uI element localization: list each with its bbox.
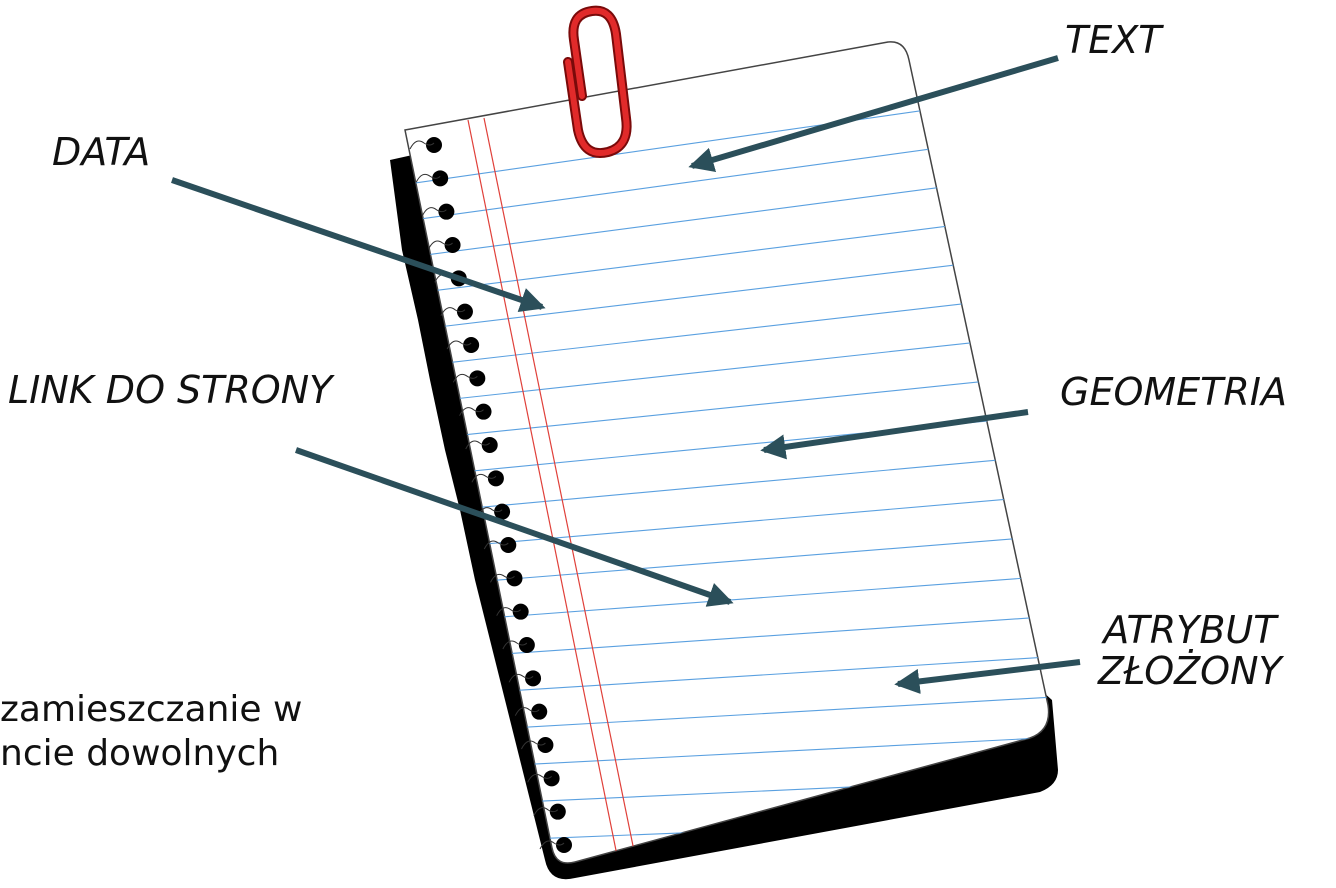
binding-hole bbox=[463, 337, 480, 353]
binding-wire bbox=[465, 440, 491, 450]
binding-hole bbox=[537, 737, 554, 753]
binding-hole bbox=[549, 803, 566, 820]
margin-line-2 bbox=[483, 117, 641, 864]
binding-wire bbox=[421, 207, 447, 216]
binding-wire bbox=[409, 140, 435, 150]
label-geometria: GEOMETRIA bbox=[1060, 370, 1287, 414]
binding-wire bbox=[483, 540, 509, 550]
label-link: LINK DO STRONY bbox=[8, 368, 333, 412]
binding-hole bbox=[518, 637, 535, 653]
binding-hole bbox=[444, 237, 461, 253]
body-text-line1: zamieszczanie w bbox=[0, 689, 303, 730]
binding-hole bbox=[494, 503, 511, 520]
binding-wire bbox=[471, 473, 497, 483]
binding-hole bbox=[500, 537, 517, 553]
arrow-data bbox=[171, 177, 546, 312]
paper-ruling bbox=[405, 370, 1049, 445]
spiral-binding bbox=[409, 137, 572, 853]
binding-hole bbox=[438, 203, 455, 220]
label-atrybut-line2: ZŁOŻONY bbox=[1098, 649, 1282, 694]
arrow-atrybut bbox=[894, 659, 1081, 694]
notepad-icon bbox=[390, 41, 1058, 880]
margin-line-1 bbox=[467, 119, 623, 864]
binding-hole bbox=[432, 170, 449, 187]
binding-hole bbox=[506, 570, 523, 587]
binding-wire bbox=[527, 773, 552, 783]
binding-hole bbox=[487, 470, 504, 487]
binding-wire bbox=[533, 807, 559, 816]
binding-hole bbox=[469, 370, 486, 387]
binding-hole bbox=[512, 603, 529, 620]
paper-ruling bbox=[405, 330, 1049, 408]
binding-wire bbox=[440, 307, 466, 316]
arrows bbox=[171, 55, 1081, 694]
binding-wire bbox=[415, 173, 441, 183]
binding-wire bbox=[459, 407, 484, 416]
arrow-link bbox=[295, 447, 734, 607]
binding-hole bbox=[556, 837, 572, 853]
binding-wire bbox=[496, 607, 522, 616]
binding-wire bbox=[502, 640, 528, 650]
binding-wire bbox=[446, 340, 472, 350]
binding-hole bbox=[475, 403, 492, 420]
label-atrybut: ATRYBUT ZŁOŻONY bbox=[1098, 608, 1282, 694]
binding-hole bbox=[531, 703, 548, 720]
label-text: TEXT bbox=[1065, 18, 1162, 62]
body-text-line2: ncie dowolnych bbox=[0, 733, 280, 774]
binding-wire bbox=[520, 740, 546, 750]
label-atrybut-line1: ATRYBUT bbox=[1103, 608, 1277, 652]
arrow-text bbox=[688, 55, 1059, 173]
arrow-geometria bbox=[760, 409, 1029, 460]
binding-hole bbox=[525, 670, 542, 687]
binding-wire bbox=[490, 573, 515, 583]
notepad-paper bbox=[404, 41, 1050, 864]
paper-ruling bbox=[405, 856, 1049, 864]
binding-wire bbox=[428, 240, 453, 250]
label-data: DATA bbox=[52, 130, 151, 174]
paper-ruling bbox=[405, 492, 1049, 554]
binding-wire bbox=[514, 707, 540, 716]
binding-hole bbox=[426, 137, 442, 153]
binding-hole bbox=[543, 770, 560, 787]
binding-wire bbox=[539, 840, 565, 850]
binding-wire bbox=[508, 673, 534, 683]
binding-wire bbox=[477, 507, 503, 516]
binding-wire bbox=[452, 373, 478, 383]
binding-hole bbox=[456, 303, 473, 320]
paperclip-icon bbox=[563, 5, 632, 158]
binding-hole bbox=[481, 437, 498, 453]
